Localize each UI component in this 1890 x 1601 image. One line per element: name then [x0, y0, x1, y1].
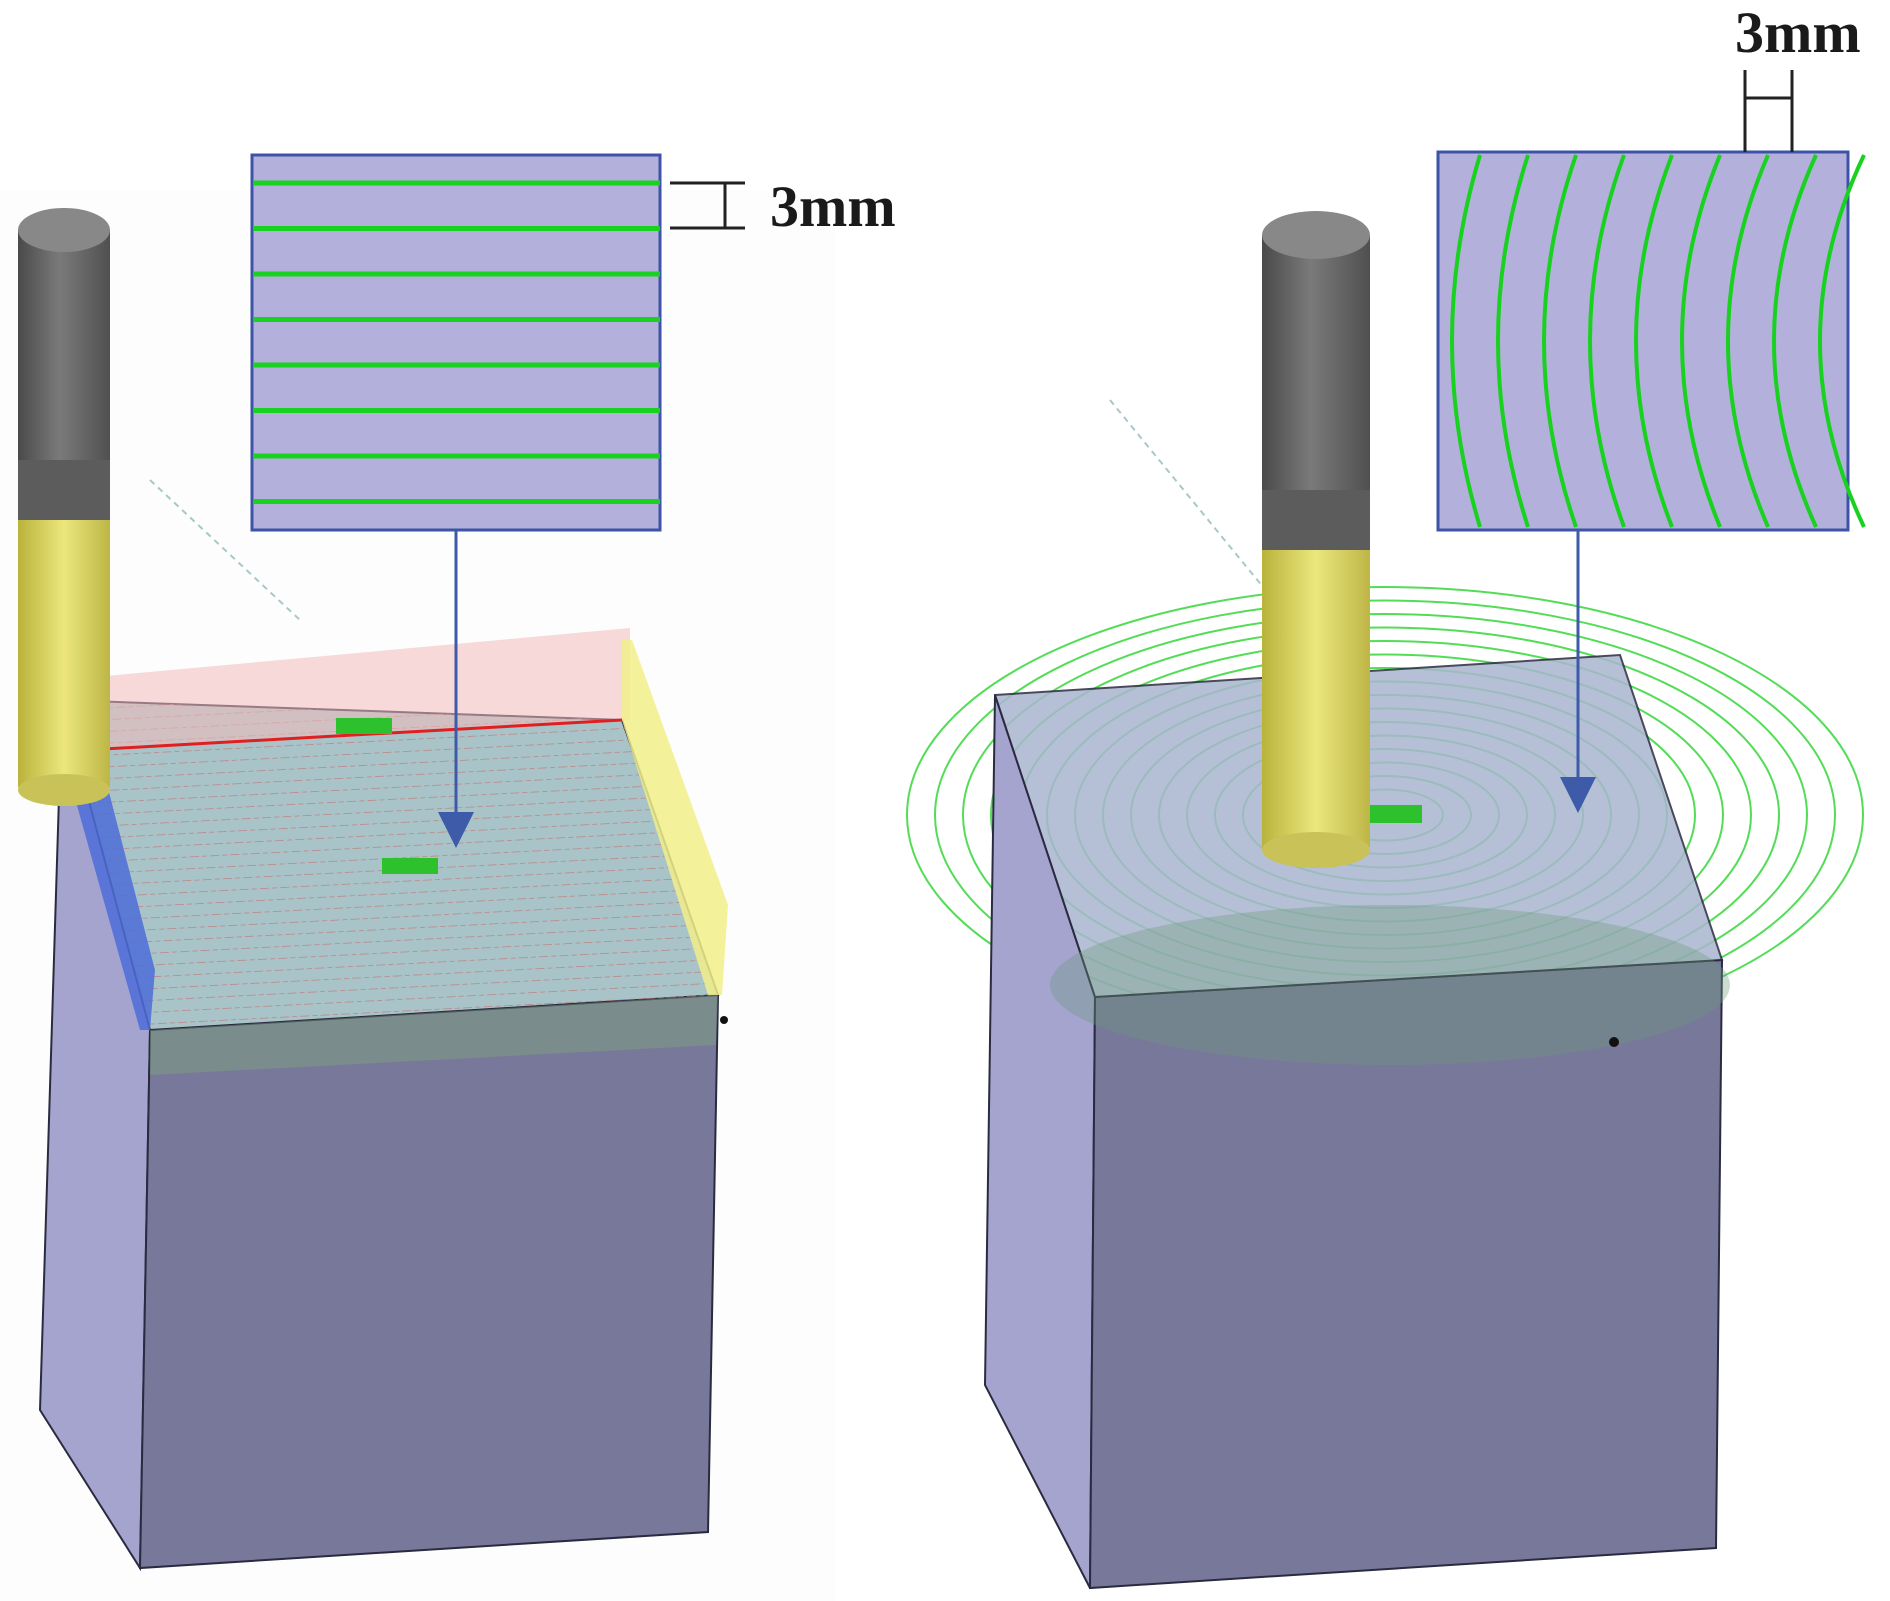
right-corner-dot: [1609, 1037, 1619, 1047]
left-cad-tag-lower: [382, 858, 438, 874]
arc-pass-line: [1542, 154, 1578, 528]
arc-pass-line: [1496, 154, 1530, 528]
right-toolpath-inset: [1436, 150, 1866, 813]
left-workpiece-block: [38, 479, 728, 1572]
left-red-edge-line: [49, 718, 623, 754]
left-milling-tool: [18, 208, 110, 806]
arc-pass-line: [1634, 154, 1674, 528]
right-green-shadow: [1050, 905, 1730, 1065]
arc-pass-line: [1680, 154, 1722, 528]
right-dashed-leader: [1109, 399, 1291, 621]
left-tool-collar: [18, 460, 110, 520]
arc-pass-line: [1726, 154, 1770, 528]
right-dimension: 3mm: [1735, 0, 1861, 152]
right-panel: 3mm: [906, 0, 1866, 1590]
right-cad-tag: [1360, 805, 1422, 823]
left-dimension: 3mm: [670, 174, 896, 239]
right-tool-shank-top: [1262, 211, 1370, 259]
left-toolpath-inset: [250, 153, 662, 848]
left-highlight-plane: [62, 628, 630, 752]
arc-pass-line: [1772, 154, 1818, 528]
left-panel: 3mm: [0, 153, 896, 1601]
left-block-green-band: [150, 995, 718, 1075]
arc-pass-line: [1450, 154, 1482, 528]
left-raster-passes: [254, 180, 660, 504]
right-inset-frame: [1436, 150, 1850, 532]
right-arc-passes: [1450, 154, 1866, 528]
right-tool-collar: [1262, 490, 1370, 550]
right-milling-tool: [1262, 211, 1370, 868]
left-cad-tag-upper: [336, 718, 392, 734]
right-tool-tip: [1262, 832, 1370, 868]
left-dimension-label: 3mm: [770, 174, 896, 239]
left-dashed-leader: [149, 479, 301, 621]
left-inset-frame: [250, 153, 662, 532]
left-block-front-face: [138, 993, 720, 1570]
right-dimension-label: 3mm: [1735, 0, 1861, 65]
left-yellow-edge-highlight: [622, 640, 728, 995]
arc-pass-line: [1818, 154, 1866, 528]
left-tool-shank-top: [18, 208, 110, 252]
left-corner-dot: [720, 1016, 728, 1024]
arc-pass-line: [1588, 154, 1626, 528]
left-tool-tip: [18, 774, 110, 806]
